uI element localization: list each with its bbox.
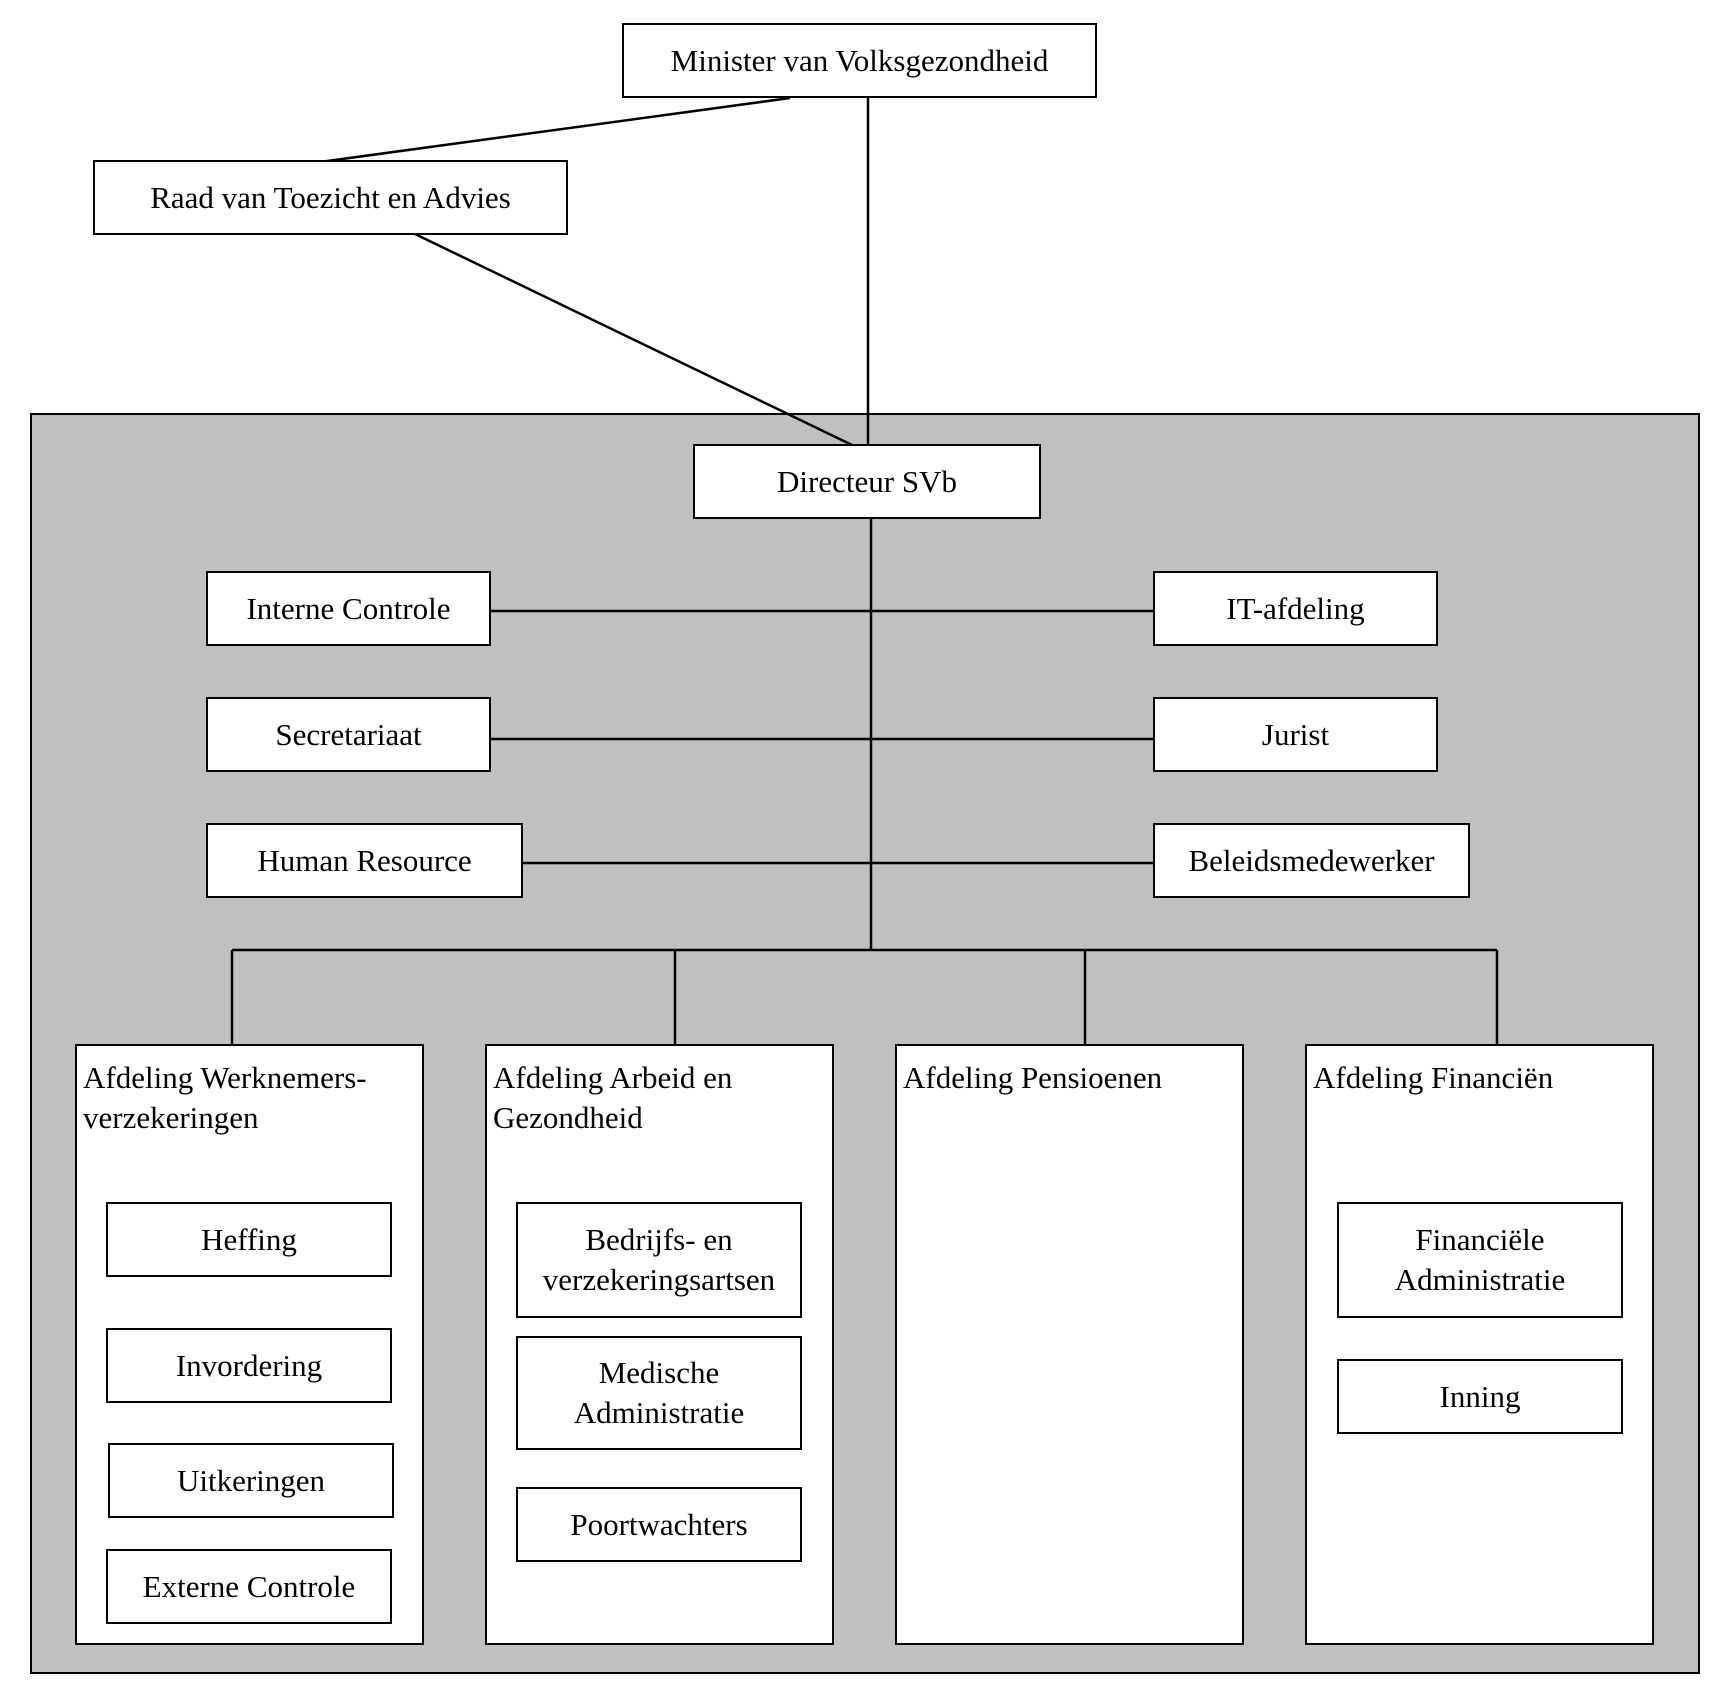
line-raad-directeur [414, 232, 853, 447]
unit-invordering: Invordering [106, 1328, 392, 1403]
unit-externe-controle: Externe Controle [106, 1549, 392, 1624]
staff-jurist: Jurist [1153, 697, 1438, 772]
staff-it-afdeling: IT-afdeling [1153, 571, 1438, 646]
department-title: Afdeling Pensioenen [903, 1060, 1163, 1095]
department-financien: Afdeling Financiën [1305, 1044, 1654, 1645]
department-title: Afdeling Financiën [1313, 1060, 1554, 1095]
minister-box: Minister van Volksgezondheid [622, 23, 1097, 98]
unit-bedrijfs-verzekeringsartsen: Bedrijfs- en verzekeringsartsen [516, 1202, 802, 1318]
unit-poortwachters: Poortwachters [516, 1487, 802, 1562]
line-minister-raad [319, 96, 791, 164]
unit-financiele-administratie: Financiële Administratie [1337, 1202, 1623, 1318]
department-title: Afdeling Arbeid en Gezondheid [493, 1060, 733, 1135]
unit-inning: Inning [1337, 1359, 1623, 1434]
unit-heffing: Heffing [106, 1202, 392, 1277]
unit-uitkeringen: Uitkeringen [108, 1443, 394, 1518]
staff-beleidsmedewerker: Beleidsmedewerker [1153, 823, 1470, 898]
staff-human-resource: Human Resource [206, 823, 523, 898]
department-title: Afdeling Werknemers- verzekeringen [83, 1060, 367, 1135]
unit-medische-administratie: Medische Administratie [516, 1336, 802, 1450]
staff-secretariaat: Secretariaat [206, 697, 491, 772]
directeur-box: Directeur SVb [693, 444, 1041, 519]
department-pensioenen: Afdeling Pensioenen [895, 1044, 1244, 1645]
staff-interne-controle: Interne Controle [206, 571, 491, 646]
raad-box: Raad van Toezicht en Advies [93, 160, 568, 235]
